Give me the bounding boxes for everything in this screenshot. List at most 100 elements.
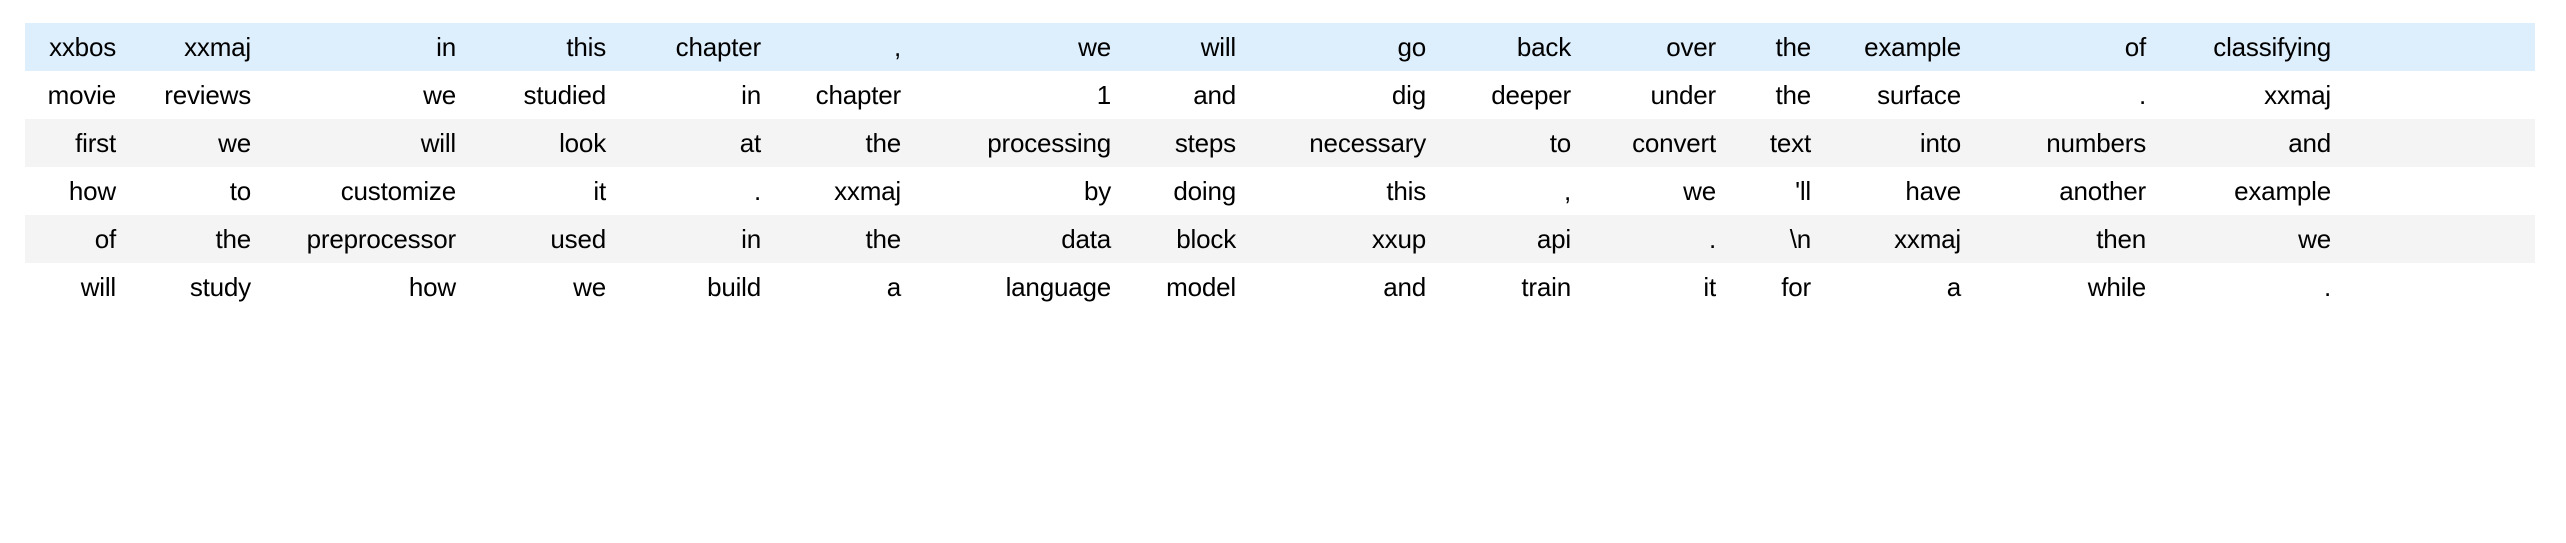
table-cell: train (1440, 263, 1585, 311)
table-cell: by (915, 167, 1125, 215)
table-cell: data (915, 215, 1125, 263)
table-cell: xxbos (25, 23, 130, 71)
table-cell: the (775, 119, 915, 167)
table-cell: classifying (2160, 23, 2345, 71)
table-cell: block (1125, 215, 1250, 263)
table-cell: the (1730, 23, 1825, 71)
table-cell: chapter (775, 71, 915, 119)
table-cell: we (915, 23, 1125, 71)
table-cell: we (2160, 215, 2345, 263)
table-cell: chapter (620, 23, 775, 71)
table-cell: , (775, 23, 915, 71)
table-cell: preprocessor (265, 215, 470, 263)
table-cell: processing (915, 119, 1125, 167)
table-cell: doing (1125, 167, 1250, 215)
table-cell: language (915, 263, 1125, 311)
table-cell: example (2160, 167, 2345, 215)
table-cell (2345, 23, 2535, 71)
table-cell: the (775, 215, 915, 263)
table-cell: it (470, 167, 620, 215)
table-cell: build (620, 263, 775, 311)
table-cell: steps (1125, 119, 1250, 167)
table-cell: xxup (1250, 215, 1440, 263)
table-cell: and (1250, 263, 1440, 311)
table-cell: studied (470, 71, 620, 119)
table-cell: we (265, 71, 470, 119)
table-cell (2345, 215, 2535, 263)
table-cell: . (1585, 215, 1730, 263)
table-cell: convert (1585, 119, 1730, 167)
table-cell: back (1440, 23, 1585, 71)
table-cell: in (620, 71, 775, 119)
table-cell: necessary (1250, 119, 1440, 167)
table-cell: go (1250, 23, 1440, 71)
table-cell: will (25, 263, 130, 311)
table-cell: another (1975, 167, 2160, 215)
table-cell: under (1585, 71, 1730, 119)
table-cell: reviews (130, 71, 265, 119)
table-cell: at (620, 119, 775, 167)
table-cell: into (1825, 119, 1975, 167)
table-cell: movie (25, 71, 130, 119)
table-cell: of (25, 215, 130, 263)
table-cell: 1 (915, 71, 1125, 119)
table-cell: to (130, 167, 265, 215)
table-cell: xxmaj (775, 167, 915, 215)
table-cell: \n (1730, 215, 1825, 263)
table-cell: to (1440, 119, 1585, 167)
table-cell: the (130, 215, 265, 263)
table-cell: api (1440, 215, 1585, 263)
table-cell (2345, 71, 2535, 119)
table-cell: this (1250, 167, 1440, 215)
table-cell: customize (265, 167, 470, 215)
table-cell: this (470, 23, 620, 71)
table-cell: the (1730, 71, 1825, 119)
table-cell: we (130, 119, 265, 167)
table-cell (2345, 167, 2535, 215)
table-cell: and (2160, 119, 2345, 167)
table-cell: for (1730, 263, 1825, 311)
table-cell: numbers (1975, 119, 2160, 167)
table-cell: example (1825, 23, 1975, 71)
table-cell: xxmaj (130, 23, 265, 71)
table-cell: . (2160, 263, 2345, 311)
table-cell: deeper (1440, 71, 1585, 119)
table-cell: xxmaj (2160, 71, 2345, 119)
table-cell: . (620, 167, 775, 215)
table-cell: in (620, 215, 775, 263)
table-cell: text (1730, 119, 1825, 167)
table-cell: it (1585, 263, 1730, 311)
table-cell (2345, 263, 2535, 311)
table-cell: in (265, 23, 470, 71)
table-cell: look (470, 119, 620, 167)
table-cell: how (265, 263, 470, 311)
table-cell: then (1975, 215, 2160, 263)
table-cell (2345, 119, 2535, 167)
table-cell: 'll (1730, 167, 1825, 215)
table-cell: xxmaj (1825, 215, 1975, 263)
table-cell: and (1125, 71, 1250, 119)
table-cell: will (265, 119, 470, 167)
table-cell: while (1975, 263, 2160, 311)
table-cell: dig (1250, 71, 1440, 119)
table-cell: a (1825, 263, 1975, 311)
table-cell: we (470, 263, 620, 311)
table-cell: a (775, 263, 915, 311)
table-cell: . (1975, 71, 2160, 119)
table-cell: study (130, 263, 265, 311)
table-cell: model (1125, 263, 1250, 311)
table-cell: over (1585, 23, 1730, 71)
table-cell: how (25, 167, 130, 215)
table-cell: have (1825, 167, 1975, 215)
table-cell: , (1440, 167, 1585, 215)
table-cell: used (470, 215, 620, 263)
